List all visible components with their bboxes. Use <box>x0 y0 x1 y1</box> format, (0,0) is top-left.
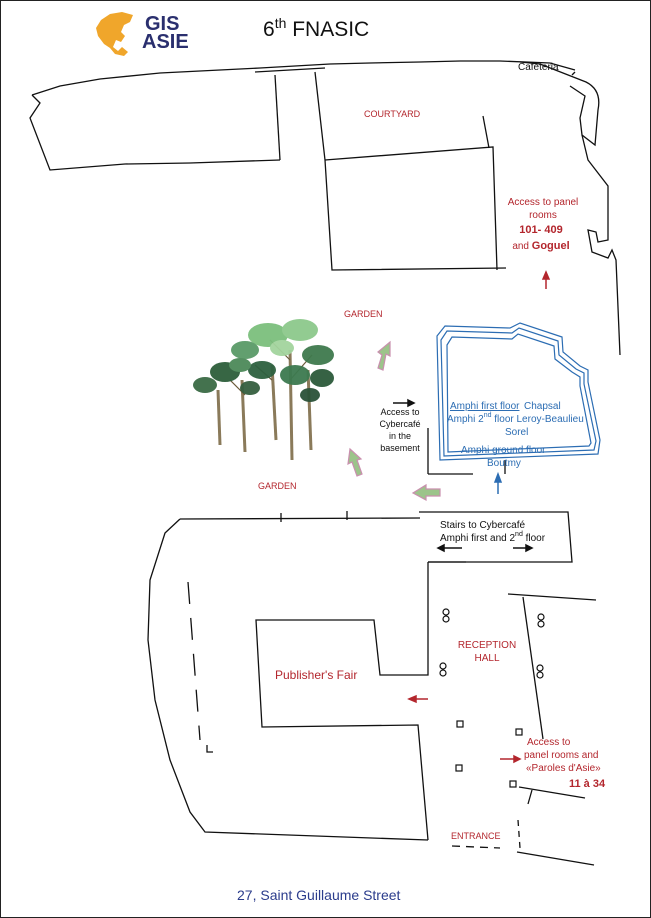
svg-text:Access to: Access to <box>527 737 571 748</box>
svg-text:101- 409: 101- 409 <box>519 224 562 236</box>
arrow-left-icon <box>411 483 441 502</box>
svg-text:Access to panel: Access to panel <box>508 197 579 208</box>
gis-asie-logo: GIS ASIE <box>96 12 189 56</box>
arrow-up-icon <box>541 270 551 280</box>
svg-text:rooms: rooms <box>529 210 557 221</box>
entrance-threshold <box>451 845 501 849</box>
access-cybercafe-label: Access to Cybercafé in the basement <box>379 407 420 453</box>
arrow-left-icon <box>407 694 417 704</box>
corridor-outline <box>179 517 421 520</box>
garden-direction-arrows <box>347 340 441 502</box>
svg-text:Amphi first and 2nd floor: Amphi first and 2nd floor <box>440 531 546 544</box>
reception-hall-label: RECEPTION HALL <box>458 640 516 664</box>
red-direction-arrows <box>407 270 551 764</box>
entrance-label: ENTRANCE <box>451 831 501 841</box>
svg-text:Amphi first floor: Amphi first floor <box>450 401 520 412</box>
garden-left-label: GARDEN <box>258 481 297 491</box>
event-title: 6th FNASIC <box>263 15 369 41</box>
svg-text:in the: in the <box>389 431 411 441</box>
svg-text:Stairs to Cybercafé: Stairs to Cybercafé <box>440 520 525 531</box>
svg-text:panel rooms and: panel rooms and <box>524 750 599 761</box>
logo-text-asie: ASIE <box>142 31 189 53</box>
reception-hall-outline <box>507 593 597 601</box>
svg-text:Sorel: Sorel <box>505 427 528 438</box>
svg-text:11 à 34: 11 à 34 <box>569 778 606 790</box>
amphi-labels: Amphi first floor Chapsal Amphi 2nd floo… <box>447 401 584 469</box>
arrow-right-icon <box>525 543 534 553</box>
arrow-right-icon <box>407 398 416 408</box>
svg-text:HALL: HALL <box>474 653 499 664</box>
svg-text:«Paroles d'Asie»: «Paroles d'Asie» <box>526 763 601 774</box>
svg-text:Cybercafé: Cybercafé <box>379 419 420 429</box>
black-direction-arrows <box>393 398 534 553</box>
blue-direction-arrow <box>493 471 503 494</box>
access-panel-rooms-label: Access to panel rooms 101- 409 and Gogue… <box>508 197 579 252</box>
svg-text:basement: basement <box>380 443 420 453</box>
stairs-box-outline <box>419 511 573 563</box>
access-panel-rooms-paroles-label: Access to panel rooms and «Paroles d'Asi… <box>524 737 606 790</box>
svg-text:Boutmy: Boutmy <box>487 458 521 469</box>
arrow-up-icon <box>493 471 503 483</box>
garden-trees-illustration <box>193 319 334 461</box>
street-address: 27, Saint Guillaume Street <box>237 887 401 903</box>
logo-text-gis: GIS <box>145 13 179 35</box>
building-outlines <box>29 60 621 866</box>
svg-text:Chapsal: Chapsal <box>524 401 561 412</box>
arrow-right-icon <box>513 754 522 764</box>
svg-text:and Goguel: and Goguel <box>512 240 569 252</box>
left-dashed-wall <box>187 581 201 741</box>
cafeteria-wing-outline <box>539 63 600 147</box>
publishers-fair-label: Publisher's Fair <box>275 668 357 682</box>
svg-text:Amphi 2nd floor Leroy-Beaulieu: Amphi 2nd floor Leroy-Beaulieu <box>447 412 584 425</box>
garden-top-label: GARDEN <box>344 309 383 319</box>
svg-text:Amphi ground floor: Amphi ground floor <box>461 445 546 456</box>
arrow-up-right-icon <box>377 340 391 371</box>
arrow-up-left-icon <box>347 447 363 477</box>
courtyard-label: COURTYARD <box>364 109 421 119</box>
asia-map-logo-icon <box>96 12 133 56</box>
amphitheatre-outline <box>436 322 601 461</box>
north-wing-outline <box>31 60 576 96</box>
stairs-label: Stairs to Cybercafé Amphi first and 2nd … <box>440 520 546 544</box>
svg-text:Access to: Access to <box>380 407 419 417</box>
svg-text:RECEPTION: RECEPTION <box>458 640 516 651</box>
arrow-left-icon <box>436 543 445 553</box>
pillars <box>439 608 545 788</box>
cafeteria-label: Cafeteria <box>518 62 559 73</box>
